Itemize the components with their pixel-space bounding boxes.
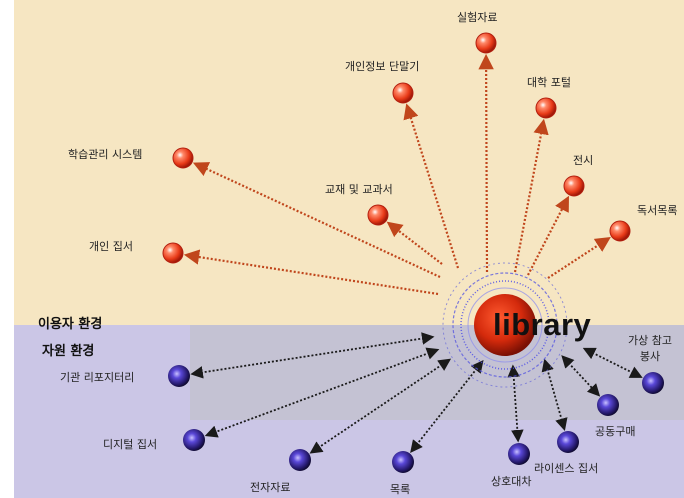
- library-label: library: [493, 307, 592, 342]
- edge-personal-collection: [183, 249, 439, 296]
- edge-joint-purchase: [561, 355, 601, 397]
- node-personal-terminal: [392, 82, 414, 104]
- node-label-joint-purchase: 공동구매: [595, 425, 636, 438]
- node-label-personal-collection: 개인 집서: [89, 240, 133, 253]
- edge-reading-list: [547, 236, 611, 279]
- node-label-catalog: 목록: [390, 483, 411, 496]
- edge-institutional-repository: [190, 332, 435, 379]
- node-label-reading-list: 독서목록: [637, 204, 678, 217]
- node-label-exhibition: 전시: [573, 154, 594, 167]
- node-e-resources: [289, 449, 311, 471]
- node-label-personal-terminal: 개인정보 단말기: [345, 60, 420, 73]
- node-label-license-collection: 라이센스 집서: [534, 462, 599, 475]
- node-label-virtual-reference: 가상 참고봉사: [628, 334, 672, 363]
- node-label-university-portal: 대학 포털: [527, 76, 571, 89]
- node-label-lab-materials: 실험자료: [457, 11, 498, 24]
- left-margin: [0, 0, 14, 498]
- edge-digital-collection: [204, 347, 440, 438]
- node-layer: [162, 32, 664, 473]
- node-university-portal: [535, 97, 557, 119]
- edge-personal-terminal: [403, 103, 460, 269]
- edge-layer: [183, 53, 643, 454]
- node-exhibition: [563, 175, 585, 197]
- edge-e-resources: [309, 358, 452, 454]
- node-virtual-reference: [642, 372, 664, 394]
- user-environment-zone: [14, 0, 684, 325]
- node-lab-materials: [475, 32, 497, 54]
- center-halo: [442, 262, 568, 388]
- node-institutional-repository: [168, 365, 190, 387]
- node-label-institutional-repository: 기관 리포지터리: [60, 371, 135, 384]
- edge-interlibrary-loan: [507, 364, 524, 443]
- node-reading-list: [609, 220, 631, 242]
- node-personal-collection: [162, 242, 184, 264]
- library-sphere: [474, 294, 536, 356]
- edge-exhibition: [527, 195, 569, 276]
- node-label-digital-collection: 디지털 집서: [103, 438, 158, 451]
- node-joint-purchase: [597, 394, 619, 416]
- node-license-collection: [557, 431, 579, 453]
- node-label-textbooks: 교재 및 교과서: [325, 183, 393, 196]
- edge-catalog: [410, 360, 484, 453]
- edge-textbooks: [386, 221, 443, 265]
- node-textbooks: [367, 204, 389, 226]
- node-label-e-resources: 전자자료: [250, 481, 291, 494]
- user-zone-label: 이용자 환경: [38, 317, 103, 332]
- node-catalog: [392, 451, 414, 473]
- node-label-lms: 학습관리 시스템: [68, 148, 143, 161]
- edge-university-portal: [513, 118, 549, 273]
- resource-zone-label: 자원 환경: [42, 344, 95, 359]
- edge-lab-materials: [478, 53, 494, 273]
- node-interlibrary-loan: [508, 443, 530, 465]
- node-digital-collection: [183, 429, 205, 451]
- node-lms: [172, 147, 194, 169]
- edge-license-collection: [541, 358, 568, 431]
- edge-lms: [192, 162, 441, 278]
- node-label-interlibrary-loan: 상호대차: [491, 475, 532, 488]
